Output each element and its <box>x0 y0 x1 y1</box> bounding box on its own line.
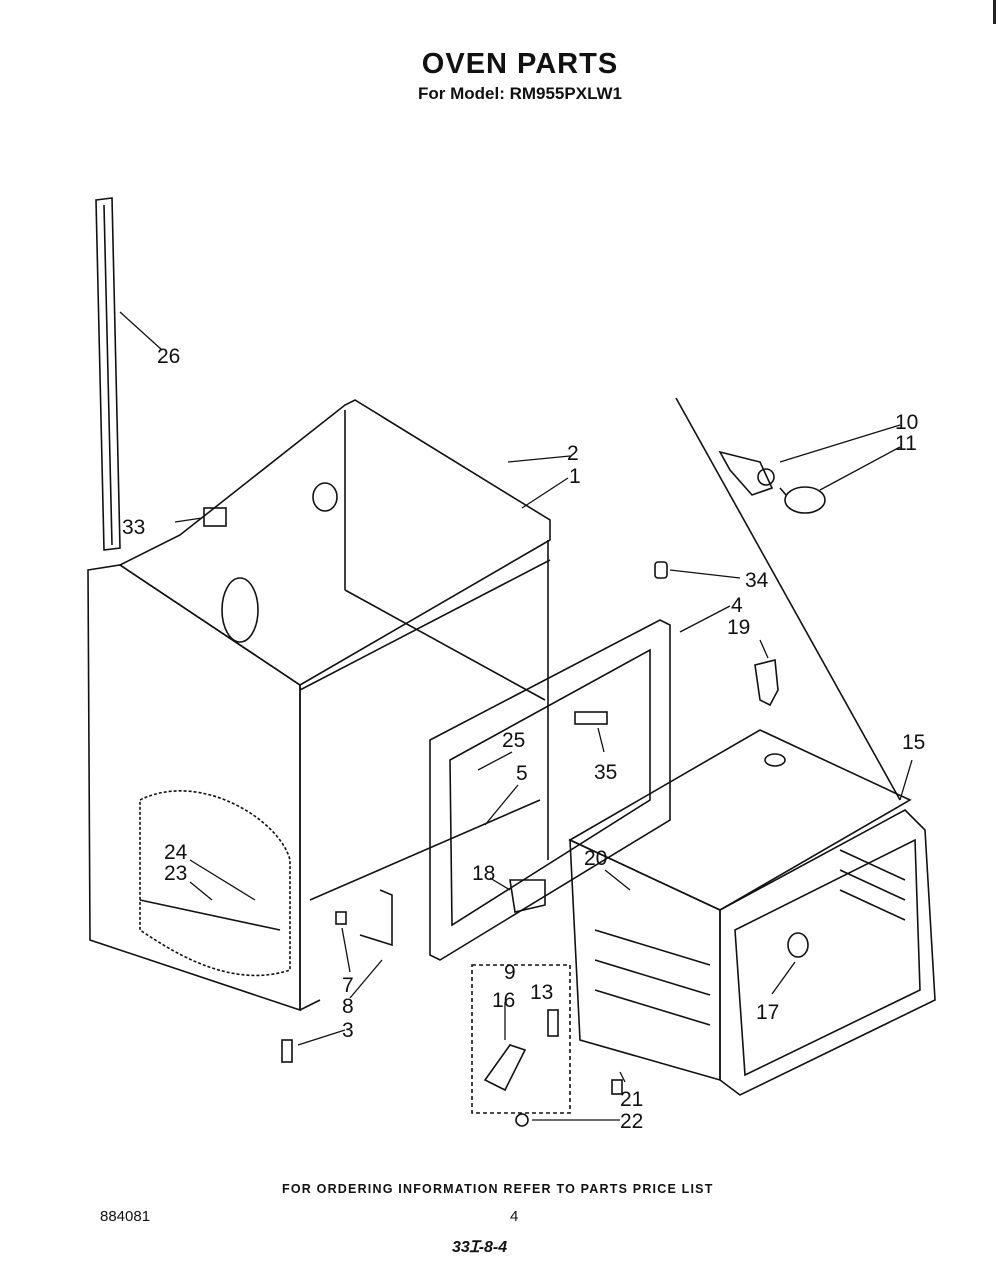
part-21-screw <box>611 1079 623 1095</box>
part-33-switch <box>203 507 227 527</box>
callout-35: 35 <box>594 761 618 784</box>
callout-23: 23 <box>164 862 188 885</box>
part-35-bracket <box>574 711 608 725</box>
part-26-side-trim <box>95 197 121 551</box>
callout-20: 20 <box>584 847 608 870</box>
callout-5: 5 <box>516 762 528 785</box>
callout-21: 21 <box>620 1088 644 1111</box>
callout-19: 19 <box>727 616 751 639</box>
callout-4: 4 <box>731 594 743 617</box>
model-subtitle: For Model: RM955PXLW1 <box>417 84 623 103</box>
oven-liner <box>568 729 936 1096</box>
cabinet-body <box>87 399 551 1012</box>
callout-8: 8 <box>342 995 354 1018</box>
part-10-light-socket <box>718 450 775 496</box>
part-18-bracket <box>509 879 546 913</box>
callout-18: 18 <box>472 862 496 885</box>
revision-code: 33Ɪ-8-4 <box>452 1239 508 1256</box>
part-22-washer <box>515 1113 529 1127</box>
part-9-hinge-group <box>471 964 571 1114</box>
callout-24: 24 <box>164 841 188 864</box>
callout-1: 1 <box>569 465 581 488</box>
callout-9: 9 <box>504 961 516 984</box>
part-16-hinge <box>483 1044 527 1092</box>
part-7-clip <box>335 911 347 925</box>
ordering-note: FOR ORDERING INFORMATION REFER TO PARTS … <box>282 1182 714 1196</box>
part-34-cap <box>654 561 668 579</box>
callout-26: 26 <box>157 345 181 368</box>
callout-33: 33 <box>122 516 146 539</box>
document-number: 884081 <box>100 1208 151 1225</box>
callout-3: 3 <box>342 1019 354 1042</box>
callout-13: 13 <box>530 981 554 1004</box>
callout-25: 25 <box>502 729 526 752</box>
part-8-bracket <box>359 889 393 947</box>
part-11-bulb <box>779 486 826 514</box>
page-title: OVEN PARTS <box>421 48 619 80</box>
callout-34: 34 <box>745 569 769 592</box>
callout-16: 16 <box>492 989 516 1012</box>
callout-11: 11 <box>895 432 917 455</box>
callout-2: 2 <box>567 442 579 465</box>
part-4-front-frame <box>429 619 671 961</box>
callout-22: 22 <box>620 1110 644 1133</box>
callout-10: 10 <box>895 411 919 434</box>
page-edge-mark <box>993 0 996 24</box>
leader-lines <box>119 311 913 1121</box>
callout-17: 17 <box>756 1001 780 1024</box>
page-number: 4 <box>510 1208 519 1225</box>
part-3-leveling-leg <box>281 1039 293 1063</box>
part-13-spring <box>547 1009 559 1037</box>
part-19-vent-tube <box>754 658 779 707</box>
callout-7: 7 <box>342 974 354 997</box>
callout-15: 15 <box>902 731 926 754</box>
